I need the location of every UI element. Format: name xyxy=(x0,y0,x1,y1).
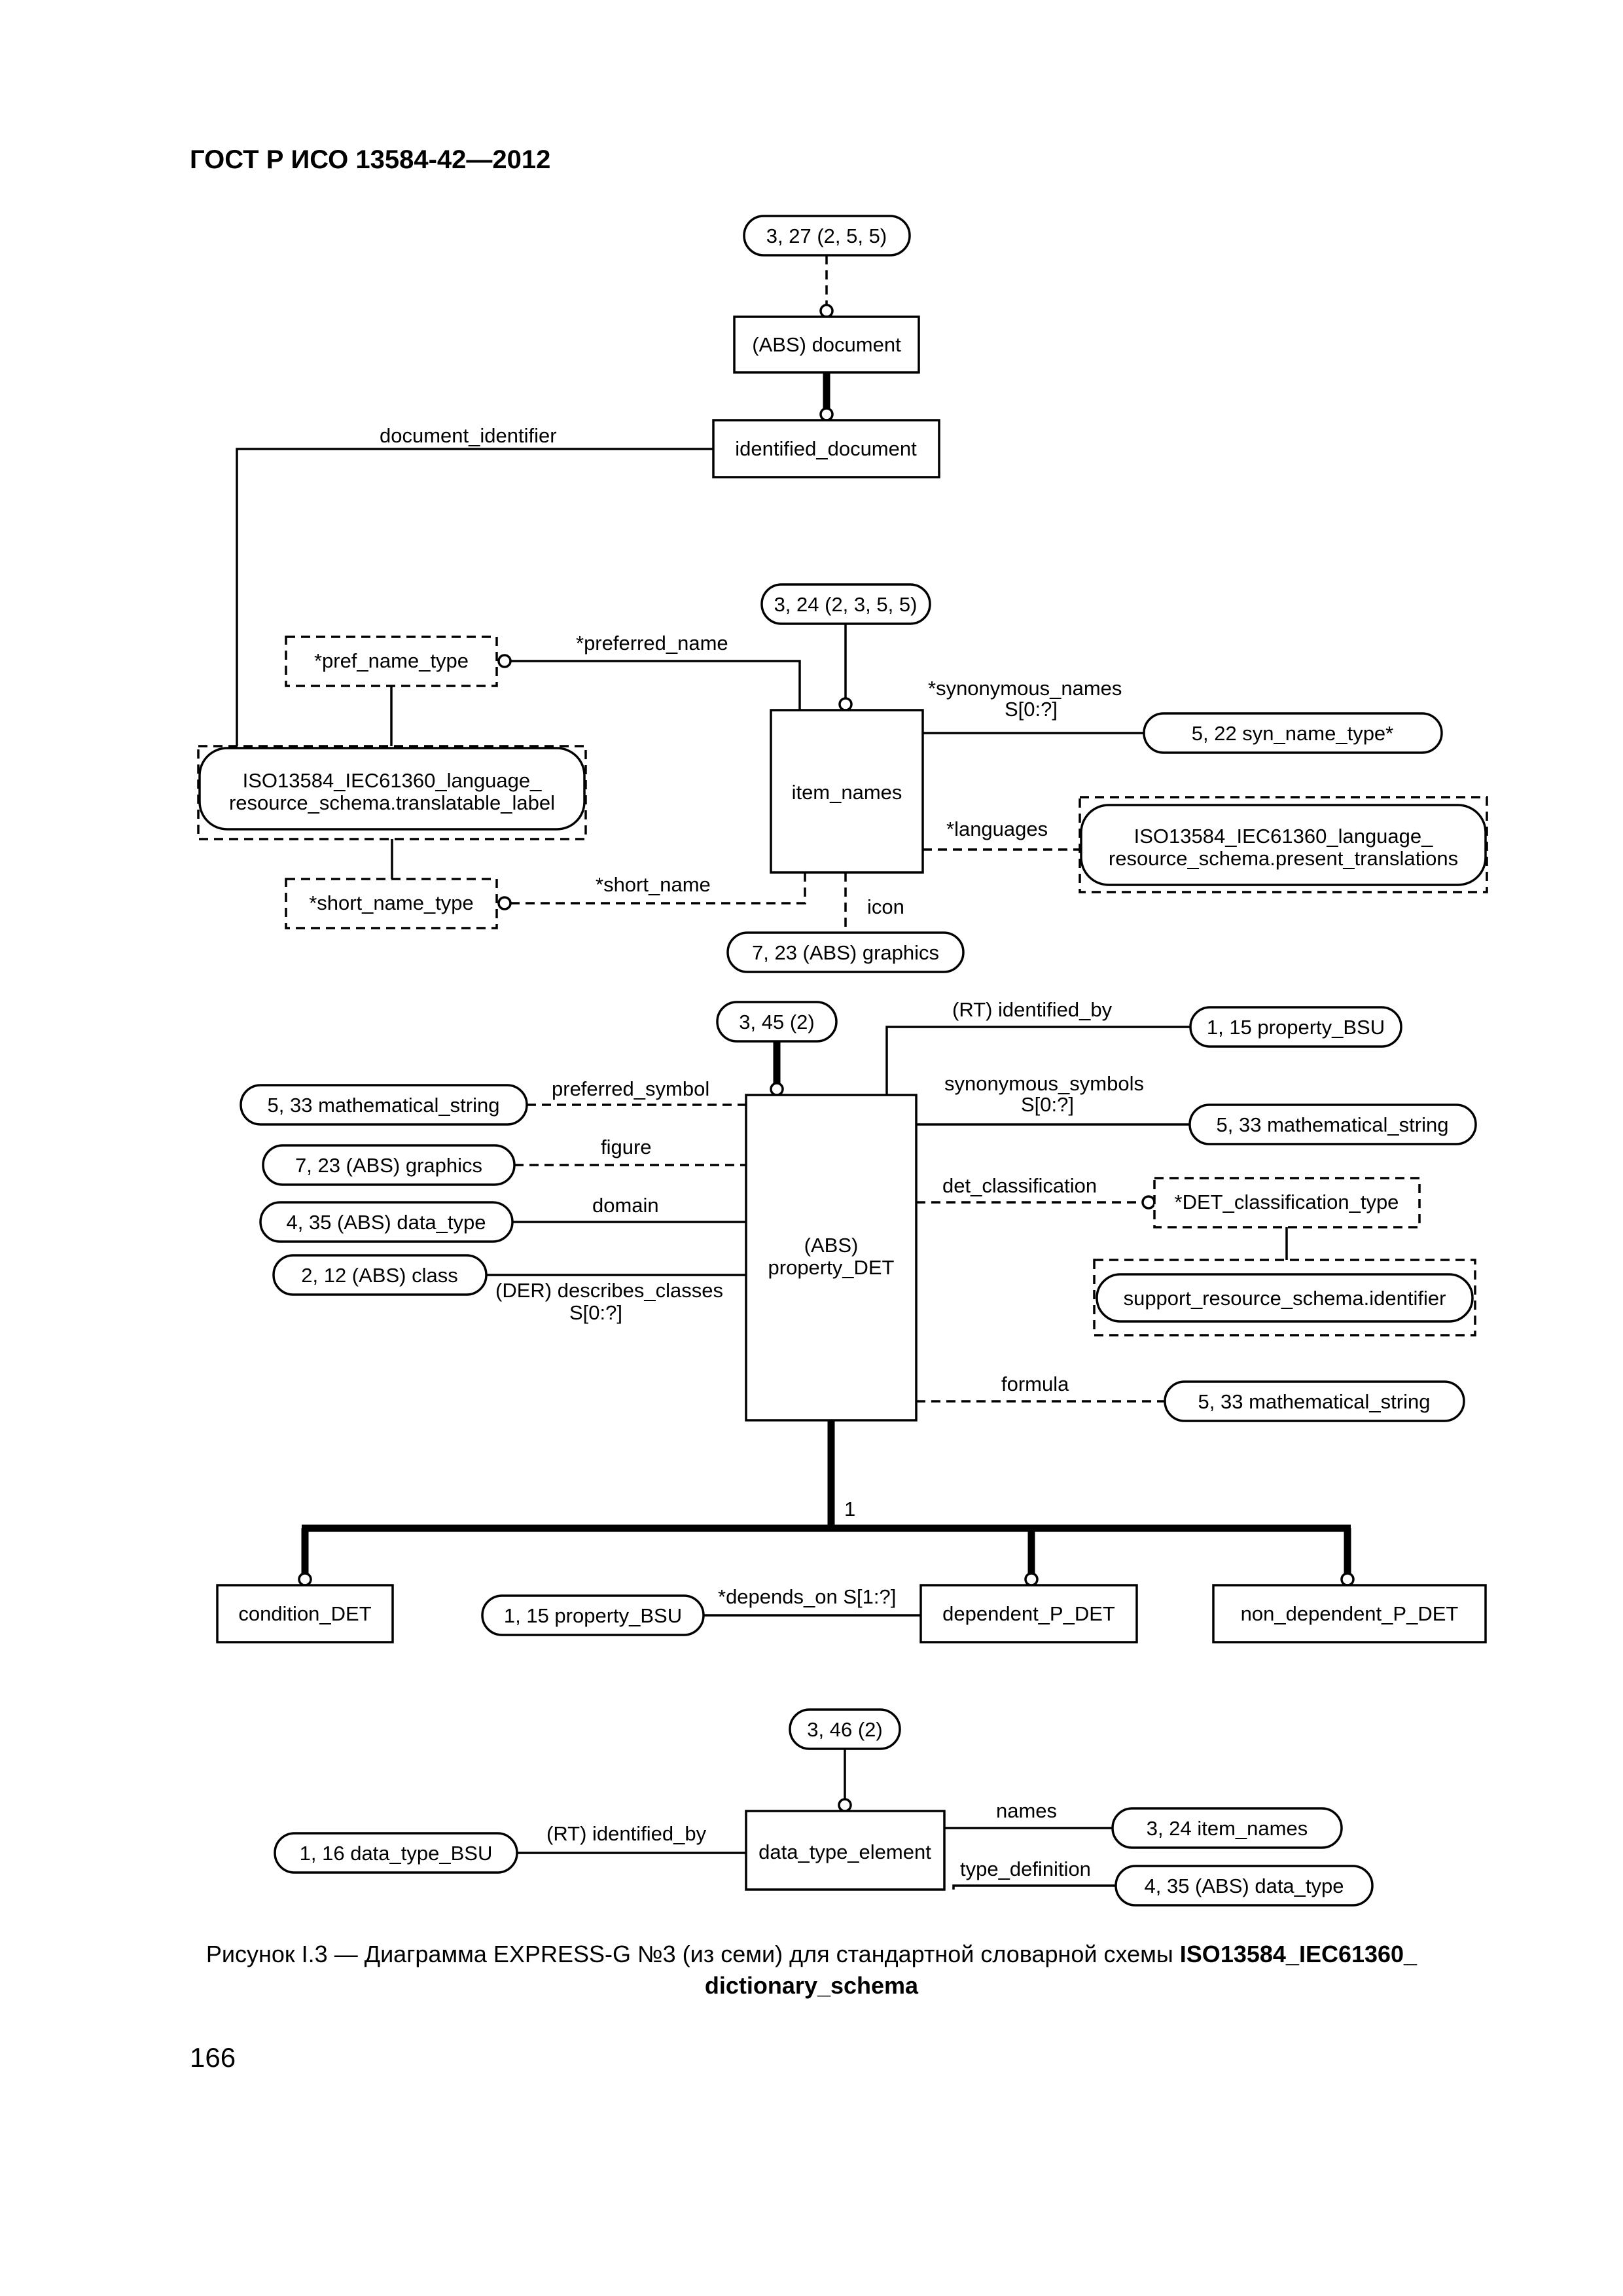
data-type-element-entity: data_type_element xyxy=(745,1810,946,1891)
svg-text:property_DET: property_DET xyxy=(768,1256,895,1279)
svg-text:5, 33 mathematical_string: 5, 33 mathematical_string xyxy=(268,1094,500,1117)
label-synonymous-symbols: synonymous_symbols xyxy=(944,1072,1144,1095)
translatable-label-box: ISO13584_IEC61360_language_ resource_sch… xyxy=(197,745,587,840)
ref-3-24: 3, 24 (2, 3, 5, 5) xyxy=(760,583,931,625)
label-preferred-symbol: preferred_symbol xyxy=(552,1077,709,1100)
svg-text:3, 27 (2, 5, 5): 3, 27 (2, 5, 5) xyxy=(766,224,887,247)
label-icon: icon xyxy=(867,895,904,918)
property-det-entity: (ABS) property_DET xyxy=(745,1094,918,1422)
label-formula: formula xyxy=(1001,1372,1069,1395)
svg-text:data_type_element: data_type_element xyxy=(758,1840,931,1863)
svg-text:resource_schema.translatable_l: resource_schema.translatable_label xyxy=(229,791,555,814)
label-der-describes-classes: (DER) describes_classes xyxy=(495,1279,723,1302)
svg-text:(ABS) document: (ABS) document xyxy=(752,333,901,356)
math-string-right-ref: 5, 33 mathematical_string xyxy=(1188,1103,1477,1145)
label-s-0-q-symbols: S[0:?] xyxy=(1021,1093,1074,1116)
svg-text:5, 33 mathematical_string: 5, 33 mathematical_string xyxy=(1198,1390,1431,1413)
math-string-formula-ref: 5, 33 mathematical_string xyxy=(1164,1380,1465,1422)
caption-schema-name-part1: ISO13584_IEC61360_ xyxy=(1179,1941,1418,1967)
svg-text:identified_document: identified_document xyxy=(735,437,917,460)
label-type-definition: type_definition xyxy=(960,1857,1091,1880)
class-ref: 2, 12 (ABS) class xyxy=(272,1254,488,1296)
document-header: ГОСТ Р ИСО 13584-42—2012 xyxy=(190,145,551,174)
svg-text:condition_DET: condition_DET xyxy=(238,1602,371,1625)
support-identifier-box: support_resource_schema.identifier xyxy=(1093,1259,1476,1336)
label-s-0-q-names: S[0:?] xyxy=(1005,698,1058,721)
condition-det-entity: condition_DET xyxy=(216,1584,394,1643)
svg-text:item_names: item_names xyxy=(792,781,902,804)
identified-document-entity: identified_document xyxy=(712,419,940,478)
dependent-p-det-entity: dependent_P_DET xyxy=(919,1584,1138,1643)
svg-text:7, 23 (ABS) graphics: 7, 23 (ABS) graphics xyxy=(295,1154,482,1177)
present-translations-box: ISO13584_IEC61360_language_ resource_sch… xyxy=(1079,796,1488,893)
ref-3-27: 3, 27 (2, 5, 5) xyxy=(743,215,911,257)
svg-text:support_resource_schema.identi: support_resource_schema.identifier xyxy=(1124,1287,1446,1310)
label-languages: *languages xyxy=(946,817,1048,840)
label-names: names xyxy=(996,1799,1057,1822)
ref-3-46: 3, 46 (2) xyxy=(789,1708,901,1750)
svg-text:ISO13584_IEC61360_language_: ISO13584_IEC61360_language_ xyxy=(1134,825,1434,848)
item-names-ref: 3, 24 item_names xyxy=(1111,1807,1343,1849)
svg-text:3, 45 (2): 3, 45 (2) xyxy=(739,1011,814,1033)
label-figure: figure xyxy=(601,1136,652,1158)
svg-text:dependent_P_DET: dependent_P_DET xyxy=(942,1602,1115,1625)
item-names-entity: item_names xyxy=(770,709,924,874)
label-synonymous-names: *synonymous_names xyxy=(928,677,1122,700)
svg-text:1, 15 property_BSU: 1, 15 property_BSU xyxy=(1207,1016,1385,1039)
svg-text:4, 35 (ABS) data_type: 4, 35 (ABS) data_type xyxy=(286,1211,486,1234)
caption-schema-name-part2: dictionary_schema xyxy=(704,1972,919,1999)
data-type-bsu-ref: 1, 16 data_type_BSU xyxy=(274,1832,518,1874)
label-s-0-q-classes: S[0:?] xyxy=(569,1301,622,1324)
figure-caption: Рисунок I.3 — Диаграмма EXPRESS-G №3 (из… xyxy=(131,1939,1492,2001)
label-one: 1 xyxy=(844,1498,855,1520)
svg-text:5, 22 syn_name_type*: 5, 22 syn_name_type* xyxy=(1192,722,1394,745)
svg-text:1, 15 property_BSU: 1, 15 property_BSU xyxy=(504,1604,682,1627)
svg-text:7, 23 (ABS) graphics: 7, 23 (ABS) graphics xyxy=(752,941,939,964)
syn-name-type-ref: 5, 22 syn_name_type* xyxy=(1143,712,1443,754)
page-number: 166 xyxy=(190,2042,236,2073)
svg-text:5, 33 mathematical_string: 5, 33 mathematical_string xyxy=(1217,1113,1449,1136)
short-name-type-box: *short_name_type xyxy=(285,878,498,929)
svg-text:(ABS): (ABS) xyxy=(804,1234,859,1257)
label-preferred-name: *preferred_name xyxy=(576,632,728,655)
svg-text:*short_name_type: *short_name_type xyxy=(309,891,474,914)
property-bsu-depends-ref: 1, 15 property_BSU xyxy=(481,1594,705,1636)
svg-text:*pref_name_type: *pref_name_type xyxy=(314,649,469,672)
property-bsu-ref: 1, 15 property_BSU xyxy=(1189,1006,1402,1048)
svg-text:3, 46 (2): 3, 46 (2) xyxy=(807,1718,882,1741)
svg-text:resource_schema.present_transl: resource_schema.present_translations xyxy=(1109,847,1458,870)
svg-text:*DET_classification_type: *DET_classification_type xyxy=(1175,1191,1399,1213)
svg-text:4, 35 (ABS) data_type: 4, 35 (ABS) data_type xyxy=(1144,1874,1344,1897)
pref-name-type-box: *pref_name_type xyxy=(285,636,498,687)
svg-text:1, 16 data_type_BSU: 1, 16 data_type_BSU xyxy=(300,1842,493,1865)
data-type-ref: 4, 35 (ABS) data_type xyxy=(259,1201,514,1243)
svg-text:3, 24 (2, 3, 5, 5): 3, 24 (2, 3, 5, 5) xyxy=(774,593,918,616)
svg-text:2, 12 (ABS) class: 2, 12 (ABS) class xyxy=(301,1264,457,1287)
abs-document-entity: (ABS) document xyxy=(733,315,920,374)
svg-text:ISO13584_IEC61360_language_: ISO13584_IEC61360_language_ xyxy=(243,769,543,792)
label-depends-on: *depends_on S[1:?] xyxy=(718,1585,896,1608)
non-dependent-p-det-entity: non_dependent_P_DET xyxy=(1212,1584,1487,1643)
caption-text: Рисунок I.3 — Диаграмма EXPRESS-G №3 (из… xyxy=(205,1941,1180,1967)
svg-text:non_dependent_P_DET: non_dependent_P_DET xyxy=(1241,1602,1459,1625)
label-rt-identified-by: (RT) identified_by xyxy=(952,998,1113,1021)
math-string-left-ref: 5, 33 mathematical_string xyxy=(240,1084,528,1126)
data-type-ref-b: 4, 35 (ABS) data_type xyxy=(1115,1865,1374,1907)
label-rt-identified-by-2: (RT) identified_by xyxy=(546,1822,707,1845)
svg-text:3, 24 item_names: 3, 24 item_names xyxy=(1147,1817,1308,1840)
label-short-name: *short_name xyxy=(596,873,711,896)
label-document-identifier: document_identifier xyxy=(380,424,557,447)
label-det-classification: det_classification xyxy=(942,1174,1097,1197)
graphics-ref: 7, 23 (ABS) graphics xyxy=(262,1144,516,1186)
ref-3-45: 3, 45 (2) xyxy=(716,1001,838,1043)
det-classification-type-box: *DET_classification_type xyxy=(1153,1177,1421,1229)
graphics-ref-top: 7, 23 (ABS) graphics xyxy=(726,931,965,973)
label-domain: domain xyxy=(592,1194,659,1217)
